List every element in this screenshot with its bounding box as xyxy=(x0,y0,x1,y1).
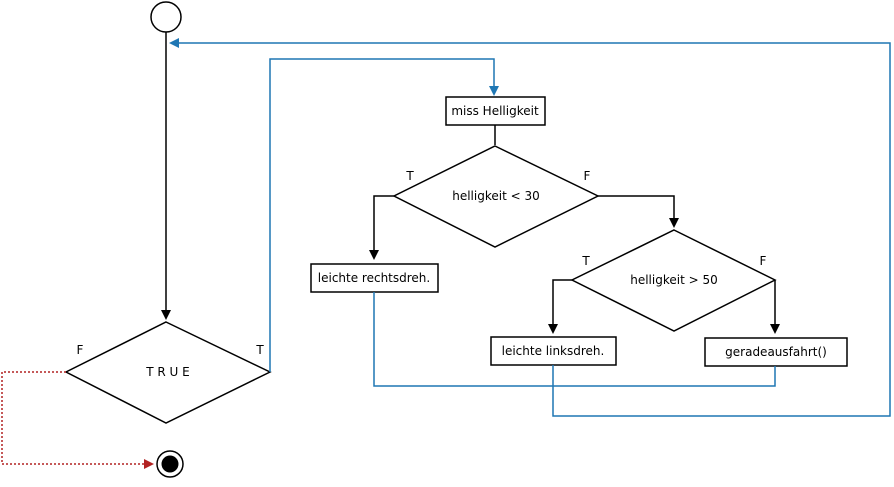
loop-true-label: T xyxy=(255,343,264,357)
loop-condition-text: T R U E xyxy=(145,365,189,379)
right-turn-text: leichte rechtsdreh. xyxy=(318,271,430,285)
end-node-inner xyxy=(161,455,179,473)
return-path-inner xyxy=(373,292,776,387)
exit-path xyxy=(1,371,154,469)
right-turn-box xyxy=(310,263,439,293)
straight-box xyxy=(704,337,848,367)
straight-text: geradeausfahrt() xyxy=(725,345,827,359)
start-node xyxy=(150,1,182,33)
loop-condition-diamond xyxy=(64,321,272,424)
decision2-true-arrow xyxy=(548,279,572,334)
left-turn-box xyxy=(490,336,617,366)
loop-back-path xyxy=(169,38,891,417)
decision2-false-label: F xyxy=(760,254,767,268)
decision2-true-label: T xyxy=(581,254,590,268)
loop-body-entry-path xyxy=(269,58,499,372)
decision1-true-label: T xyxy=(405,169,414,183)
decision1-false-label: F xyxy=(584,169,591,183)
decision2-diamond xyxy=(570,229,777,332)
measure-box xyxy=(445,96,546,126)
decision1-false-arrow xyxy=(598,195,679,228)
decision2-text: helligkeit > 50 xyxy=(630,273,718,287)
loop-false-label: F xyxy=(77,343,84,357)
left-turn-text: leichte linksdreh. xyxy=(502,344,605,358)
decision1-diamond xyxy=(392,145,600,248)
decision1-text: helligkeit < 30 xyxy=(452,189,540,203)
measure-text: miss Helligkeit xyxy=(451,104,539,118)
decision1-true-arrow xyxy=(369,195,394,260)
